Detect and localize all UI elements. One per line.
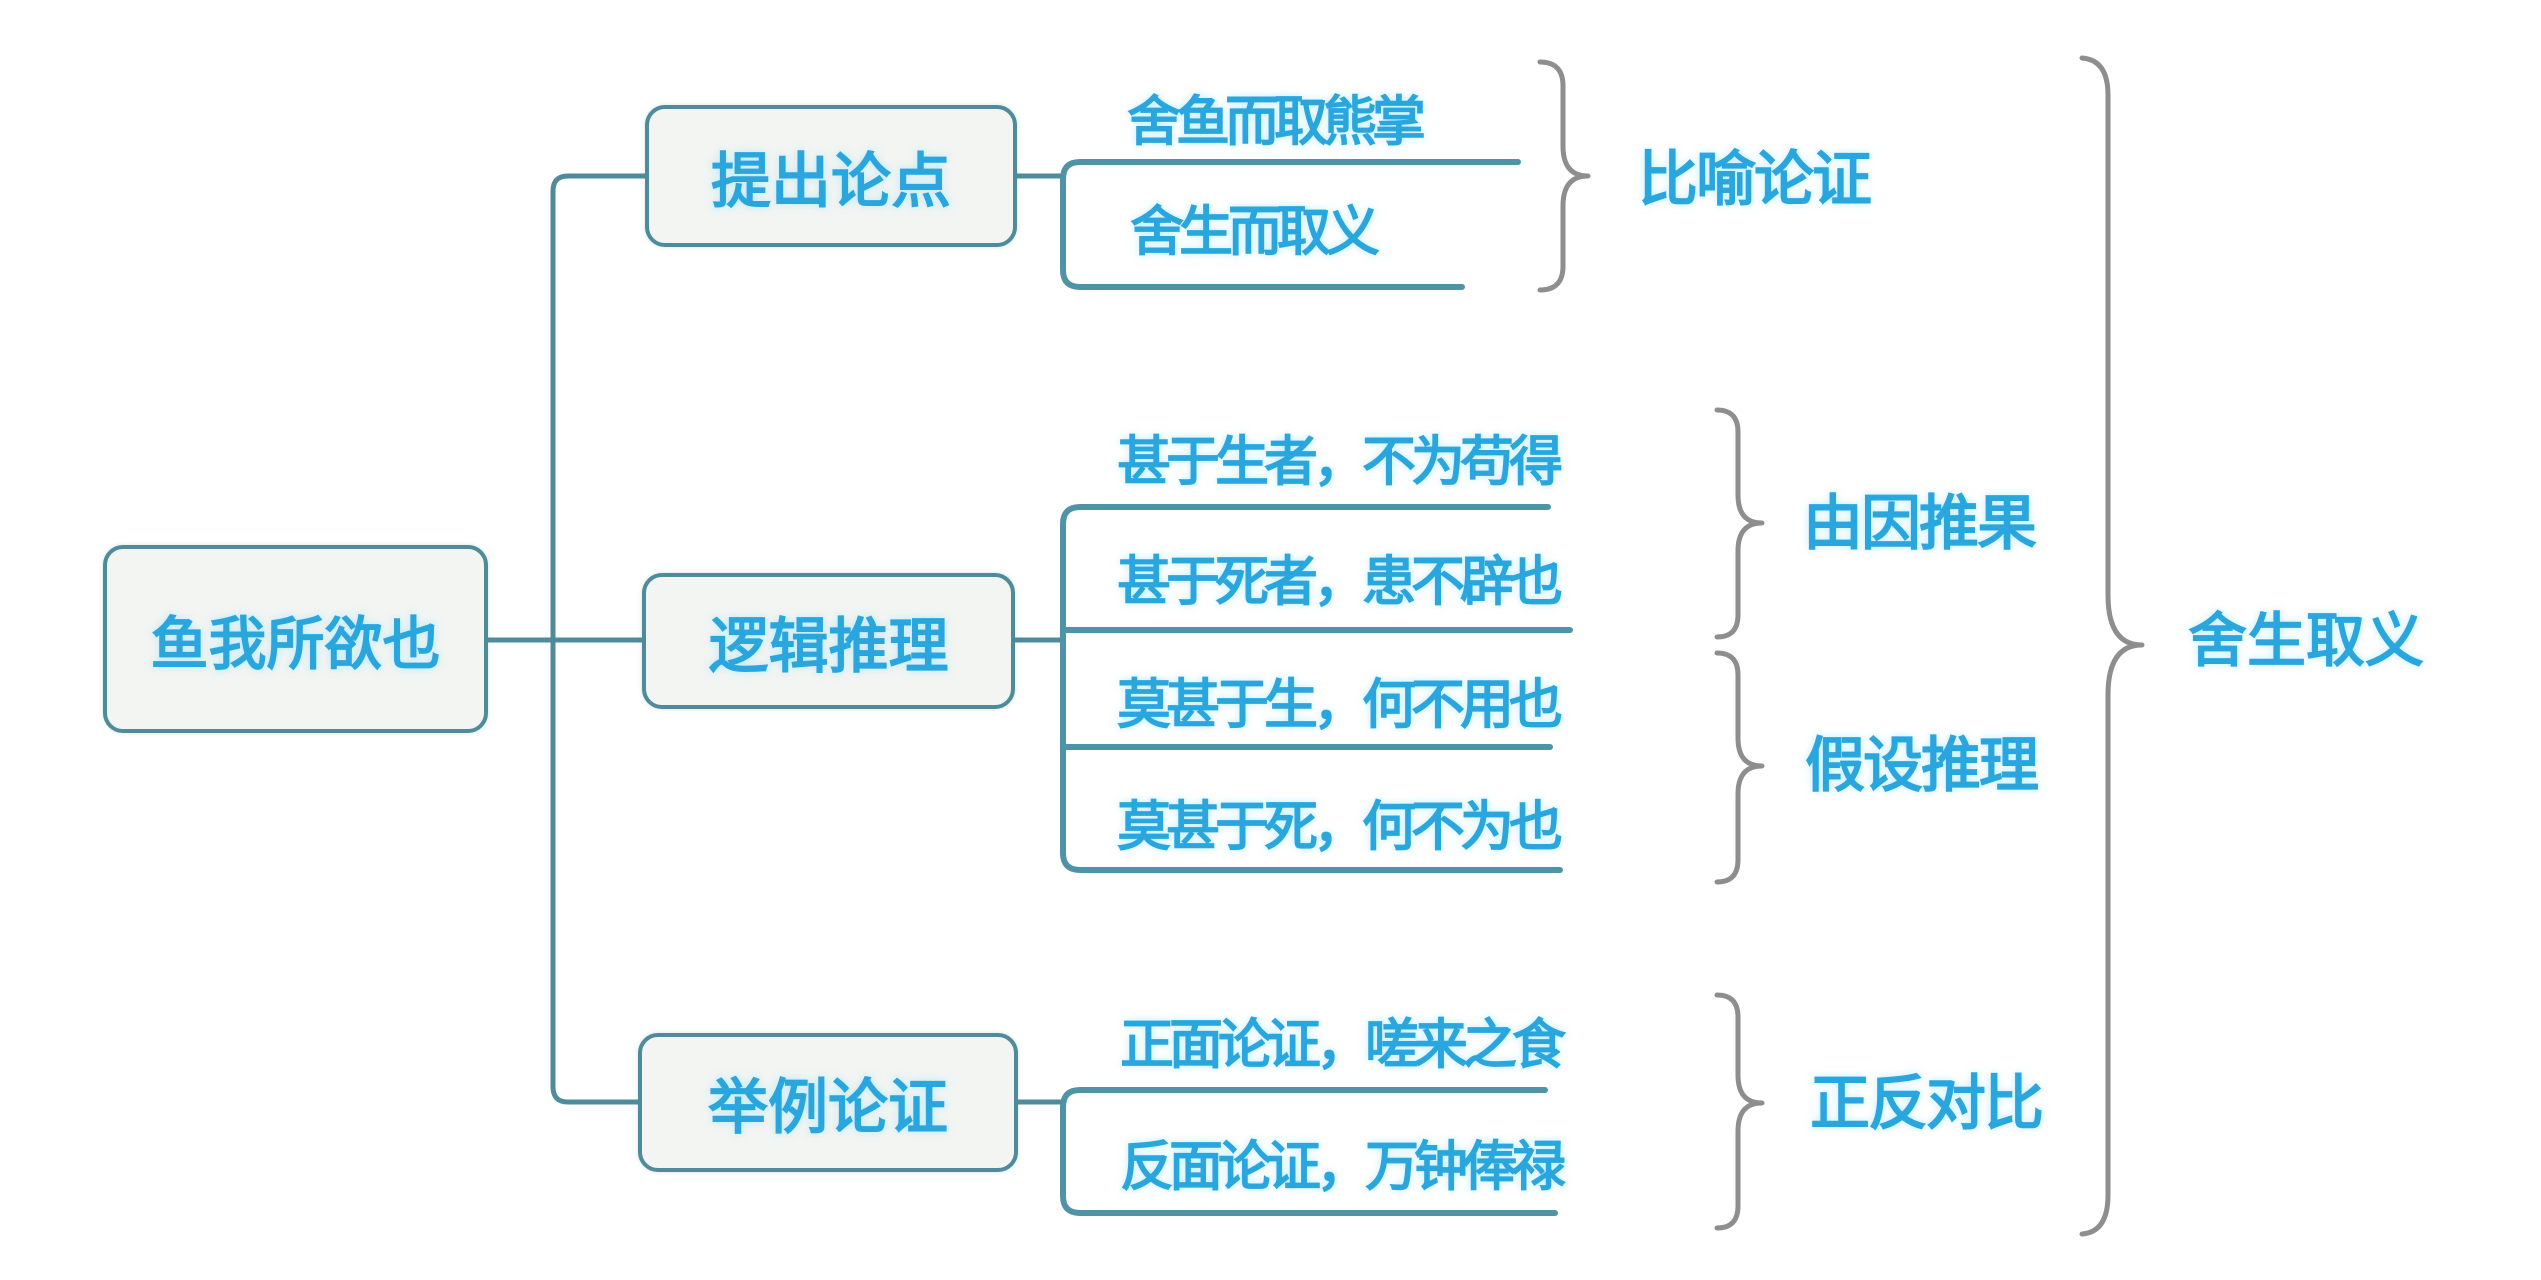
underline-branch3-children bbox=[1060, 1087, 1558, 1216]
node-branch-example-argument: 举例论证 bbox=[638, 1033, 1018, 1172]
leaf-node: 舍鱼而取熊掌 bbox=[1127, 92, 1426, 152]
method-label-metaphor: 比喻论证 bbox=[1638, 146, 1872, 213]
node-branch-label: 提出论点 bbox=[711, 147, 951, 215]
method-label-cause-to-effect: 由因推果 bbox=[1803, 490, 2037, 557]
brace-positive-negative-contrast bbox=[1714, 992, 1765, 1231]
leaf-node: 反面论证，万钟俸禄 bbox=[1120, 1137, 1566, 1197]
brace-hypothetical-reasoning bbox=[1714, 650, 1765, 885]
node-branch-propose-argument: 提出论点 bbox=[645, 105, 1017, 247]
underline-branch1-children bbox=[1060, 159, 1521, 290]
brace-metaphor-argument bbox=[1537, 59, 1591, 293]
node-branch-logical-reasoning: 逻辑推理 bbox=[642, 573, 1015, 709]
method-label-hypothetical: 假设推理 bbox=[1805, 732, 2039, 799]
leaf-node: 甚于生者，不为苟得 bbox=[1117, 432, 1563, 492]
node-root-label: 鱼我所欲也 bbox=[150, 612, 441, 677]
node-root: 鱼我所欲也 bbox=[103, 545, 488, 733]
underline-branch2-children-outer bbox=[1060, 504, 1563, 873]
method-label-contrast: 正反对比 bbox=[1810, 1070, 2044, 1137]
leaf-node: 舍生而取义 bbox=[1130, 202, 1380, 262]
conclusion-label: 舍生取义 bbox=[2188, 608, 2425, 674]
connector-branch-spine bbox=[550, 173, 648, 1105]
leaf-node: 正面论证，嗟来之食 bbox=[1120, 1015, 1566, 1075]
brace-conclusion bbox=[2079, 55, 2145, 1237]
node-branch-label: 举例论证 bbox=[708, 1074, 948, 1141]
leaf-node: 甚于死者，患不辟也 bbox=[1117, 552, 1563, 612]
node-branch-label: 逻辑推理 bbox=[708, 612, 949, 680]
brace-cause-to-effect bbox=[1714, 407, 1765, 640]
leaf-node: 莫甚于生，何不用也 bbox=[1117, 675, 1563, 735]
leaf-node: 莫甚于死，何不为也 bbox=[1117, 797, 1563, 857]
